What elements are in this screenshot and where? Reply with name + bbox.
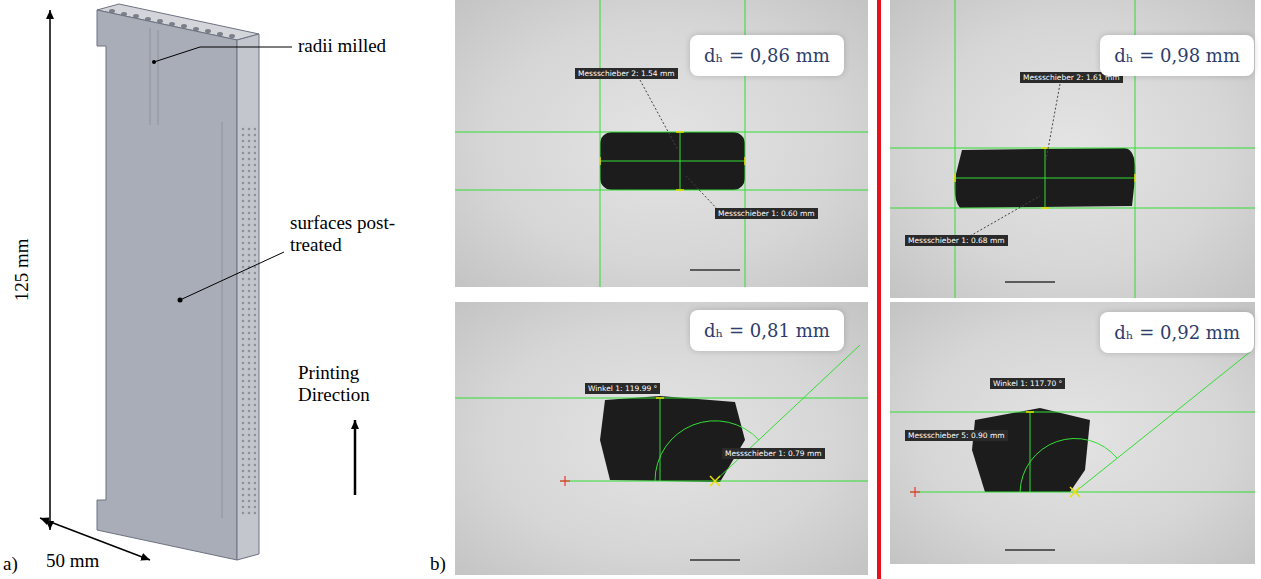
measurement-tag: Winkel 1: 119.99 °	[585, 383, 660, 394]
leader-line	[154, 47, 292, 62]
diameter-value: dₕ = 0,81 mm	[704, 320, 830, 341]
micrograph	[455, 0, 868, 287]
micrograph	[455, 302, 868, 575]
part-label: surfaces post-treated	[290, 212, 430, 256]
part-label: radii milled	[298, 35, 386, 57]
measurement-tag: Winkel 1: 117.70 °	[990, 378, 1065, 389]
measurement-tag: Messschieber 1: 0.60 mm	[715, 208, 818, 219]
measurement-tag: Messschieber 1: 0.79 mm	[722, 448, 825, 459]
result-box: dₕ = 0,98 mm	[1100, 35, 1254, 76]
diameter-value: dₕ = 0,86 mm	[704, 45, 830, 66]
diameter-value: dₕ = 0,98 mm	[1114, 45, 1240, 66]
separator-line	[877, 0, 881, 579]
micrograph	[890, 0, 1255, 298]
measurement-tag: Messschieber 5: 0.90 mm	[905, 430, 1008, 441]
measurement-tag: Messschieber 1: 0.68 mm	[905, 235, 1008, 246]
leader-line	[180, 252, 284, 300]
measurement-tag: Messschieber 2: 1.54 mm	[575, 68, 678, 79]
dimension-label: 125 mm	[11, 239, 33, 302]
direction-arrow	[354, 420, 357, 495]
direction-label: Printing Direction	[298, 362, 408, 406]
dimension-arrow	[49, 10, 51, 530]
result-box: dₕ = 0,81 mm	[690, 310, 844, 351]
result-box: dₕ = 0,92 mm	[1100, 312, 1254, 353]
panel-label: b)	[430, 553, 446, 575]
diameter-value: dₕ = 0,92 mm	[1114, 322, 1240, 343]
micrograph	[890, 302, 1255, 564]
result-box: dₕ = 0,86 mm	[690, 35, 844, 76]
plate-model	[97, 4, 259, 560]
dimension-label: 50 mm	[46, 550, 99, 572]
panel-label: a)	[3, 553, 18, 575]
